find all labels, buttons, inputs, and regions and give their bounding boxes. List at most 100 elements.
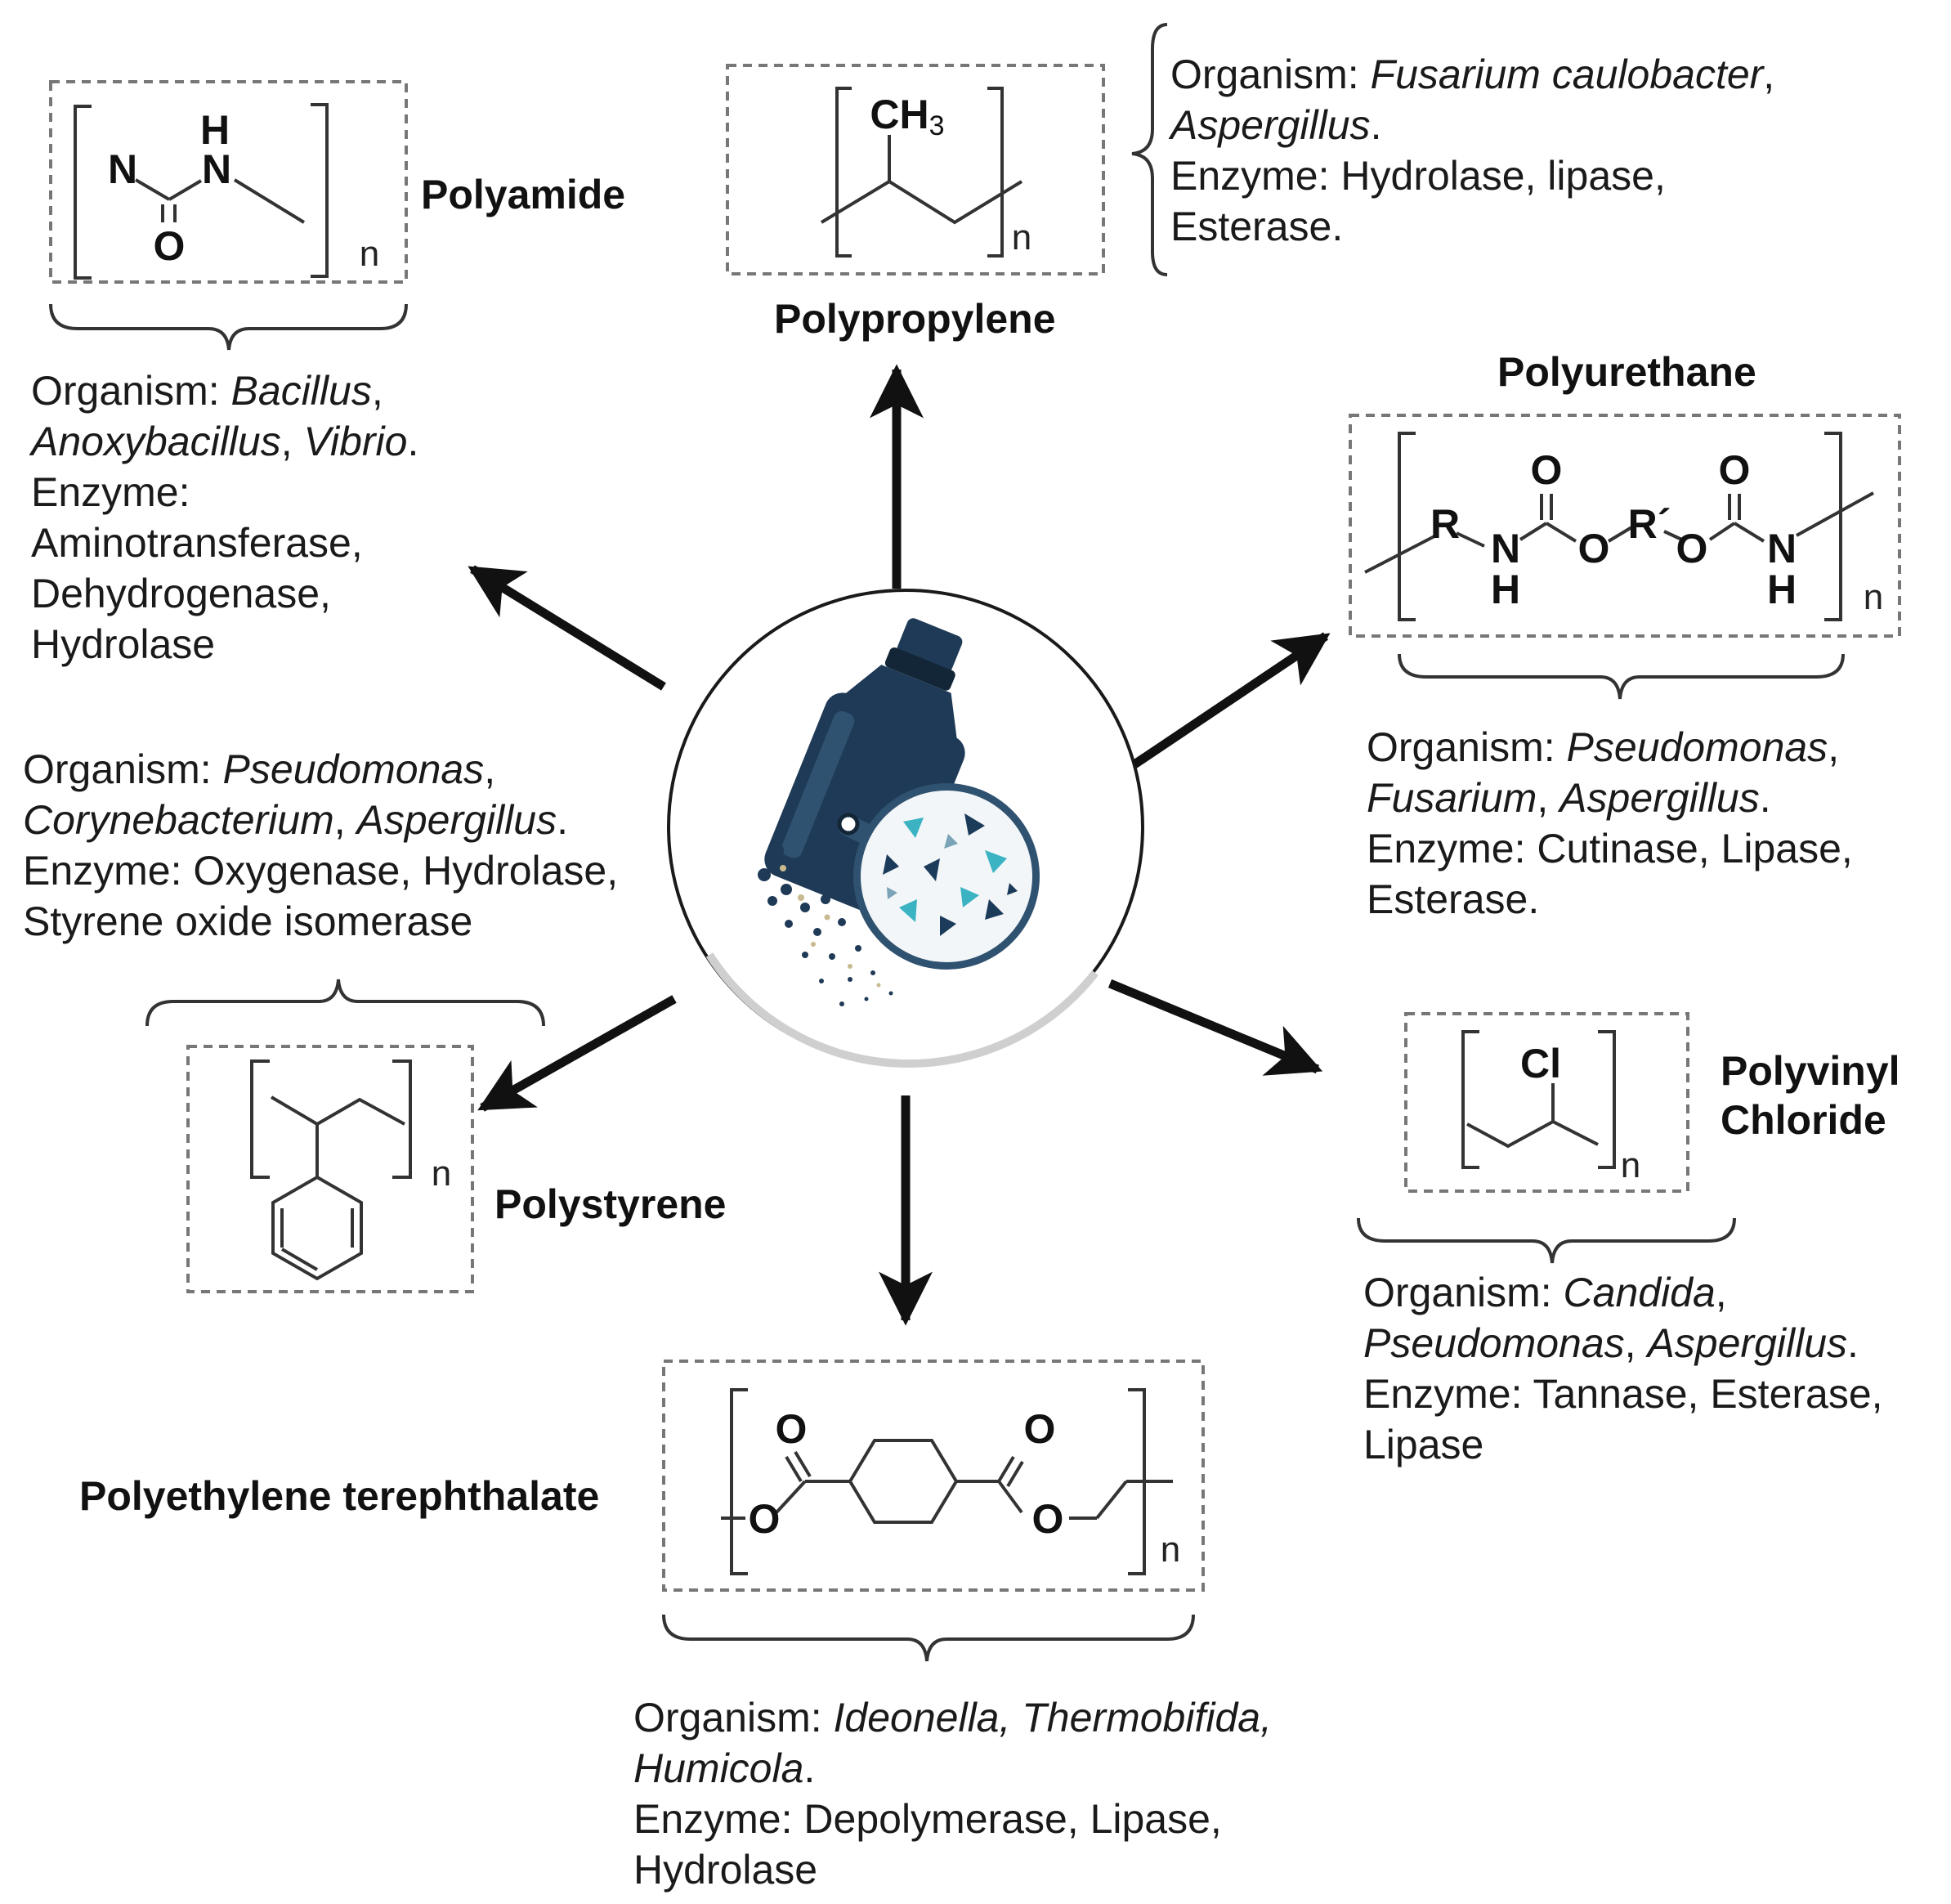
organism-label: Organism: — [1363, 1270, 1552, 1315]
organism: Pseudomonas — [222, 746, 485, 792]
polyamide-atom-n-left: N — [108, 146, 137, 192]
polyurethane-atom-h2: H — [1767, 567, 1797, 612]
enzyme-label: Enzyme: — [31, 469, 190, 515]
pvc-title-line2: Chloride — [1721, 1097, 1886, 1143]
polypropylene-atom-methyl: CH3 — [870, 92, 944, 141]
organism: Fusarium — [1367, 775, 1537, 821]
polystyrene-info: Organism: Pseudomonas, Corynebacterium, … — [23, 744, 618, 947]
polystyrene-brace — [145, 979, 545, 1027]
enzyme-label: Enzyme: — [23, 848, 182, 894]
organism: Pseudomonas — [1566, 724, 1828, 770]
pet-info: Organism: Ideonella, Thermobifida, Humic… — [633, 1692, 1272, 1895]
pet-atom-o-carbonyl-left: O — [776, 1406, 808, 1452]
organism-label: Organism: — [1367, 724, 1555, 770]
pvc-brace — [1357, 1217, 1736, 1264]
enzyme-label: Enzyme: — [1363, 1371, 1523, 1417]
organism-label: Organism: — [1170, 52, 1359, 97]
polyurethane-atom-o4: O — [1719, 447, 1751, 493]
organism: Aspergillus — [1559, 775, 1760, 821]
pvc-repeat-n: n — [1621, 1145, 1640, 1185]
organism: Vibrio — [303, 419, 408, 464]
polyurethane-atom-n2: N — [1767, 526, 1797, 571]
organism: Anoxybacillus — [31, 419, 281, 464]
polyamide-atom-h: H — [200, 107, 230, 153]
enzyme: Hydrolase — [31, 621, 216, 667]
enzyme: Cutinase, Lipase, — [1537, 826, 1853, 871]
polyamide-repeat-n: n — [360, 234, 379, 274]
enzyme: Hydrolase — [633, 1847, 818, 1893]
enzyme: Lipase — [1363, 1422, 1484, 1467]
enzyme: Tannase, Esterase, — [1533, 1371, 1883, 1417]
polypropylene-repeat-n: n — [1012, 217, 1031, 258]
polyurethane-info: Organism: Pseudomonas, Fusarium, Aspergi… — [1367, 722, 1853, 925]
pvc-structure-box — [1404, 1012, 1689, 1193]
polyamide-atom-n: N — [202, 146, 231, 192]
organism-label: Organism: — [633, 1695, 822, 1740]
polypropylene-info: Organism: Fusarium caulobacter, Aspergil… — [1170, 49, 1774, 252]
enzyme: Esterase. — [1170, 204, 1344, 249]
polypropylene-brace — [1131, 23, 1168, 276]
polyurethane-atom-o2: O — [1578, 526, 1610, 571]
polyurethane-atom-o1: O — [1531, 447, 1563, 493]
pet-atom-o-ester-right: O — [1032, 1496, 1064, 1542]
polyurethane-title: Polyurethane — [1497, 349, 1756, 395]
polypropylene-title: Polypropylene — [774, 296, 1056, 342]
enzyme: Dehydrogenase, — [31, 571, 331, 616]
pvc-info: Organism: Candida, Pseudomonas, Aspergil… — [1363, 1267, 1883, 1470]
polyurethane-atom-o3: O — [1676, 526, 1708, 571]
arrow-polystyrene — [477, 995, 677, 1112]
pvc-title-line1: Polyvinyl — [1721, 1048, 1900, 1094]
pvc-atom-cl: Cl — [1520, 1041, 1561, 1086]
organism: Humicola — [633, 1745, 804, 1791]
polyamide-title: Polyamide — [421, 172, 626, 217]
organism: Corynebacterium — [23, 797, 334, 843]
polyurethane-structure-box — [1349, 414, 1901, 638]
enzyme: Oxygenase, Hydrolase, — [193, 848, 619, 894]
polyurethane-atom-r: R — [1430, 501, 1460, 547]
enzyme-label: Enzyme: — [633, 1796, 793, 1842]
pet-atom-o-carbonyl-right: O — [1024, 1406, 1056, 1452]
pet-structure-box — [662, 1360, 1205, 1592]
arrow-polyamide — [468, 565, 666, 691]
enzyme-label: Enzyme: — [1170, 153, 1330, 199]
polyamide-atom-o: O — [154, 223, 186, 269]
enzyme: Hydrolase, lipase, — [1340, 153, 1666, 199]
pet-atom-o-ester-left: O — [749, 1496, 781, 1542]
pet-brace — [662, 1614, 1195, 1662]
enzyme: Aminotransferase, — [31, 520, 363, 566]
organism: Pseudomonas — [1363, 1320, 1625, 1366]
polystyrene-title: Polystyrene — [494, 1181, 727, 1227]
polyurethane-brace — [1398, 653, 1845, 700]
organism: Candida — [1563, 1270, 1716, 1315]
polyurethane-atom-n1: N — [1491, 526, 1520, 571]
polyamide-brace — [49, 303, 408, 351]
enzyme: Styrene oxide isomerase — [23, 898, 473, 944]
polystyrene-structure-box — [186, 1045, 474, 1293]
polypropylene-structure-box — [726, 64, 1105, 276]
organism: Aspergillus — [1170, 102, 1371, 148]
arrow-pvc — [1108, 979, 1323, 1076]
enzyme: Esterase. — [1367, 876, 1540, 922]
pvc-title: Polyvinyl Chloride — [1721, 1046, 1900, 1145]
bottle-microplastic-magnifier-icon — [758, 618, 1040, 1006]
polystyrene-repeat-n: n — [432, 1154, 451, 1194]
pet-title: Polyethylene terephthalate — [79, 1473, 600, 1519]
organism: Aspergillus — [1647, 1320, 1848, 1366]
arrows — [468, 364, 1331, 1326]
arrow-polyurethane — [1131, 632, 1331, 768]
organism: Aspergillus — [356, 797, 557, 843]
organism: Ideonella, Thermobifida, — [833, 1695, 1272, 1740]
pet-repeat-n: n — [1161, 1530, 1180, 1570]
polyurethane-atom-h1: H — [1491, 567, 1520, 612]
organism-label: Organism: — [23, 746, 212, 792]
polyamide-structure-box — [49, 80, 408, 284]
polyurethane-repeat-n: n — [1864, 577, 1883, 617]
organism: Fusarium caulobacter — [1370, 52, 1764, 97]
enzyme-label: Enzyme: — [1367, 826, 1526, 871]
polyurethane-atom-r-prime: R´ — [1628, 501, 1671, 547]
polyamide-info: Organism: Bacillus, Anoxybacillus, Vibri… — [31, 365, 418, 670]
organism-label: Organism: — [31, 368, 220, 414]
enzyme: Depolymerase, Lipase, — [803, 1796, 1222, 1842]
organism: Bacillus — [230, 368, 372, 414]
